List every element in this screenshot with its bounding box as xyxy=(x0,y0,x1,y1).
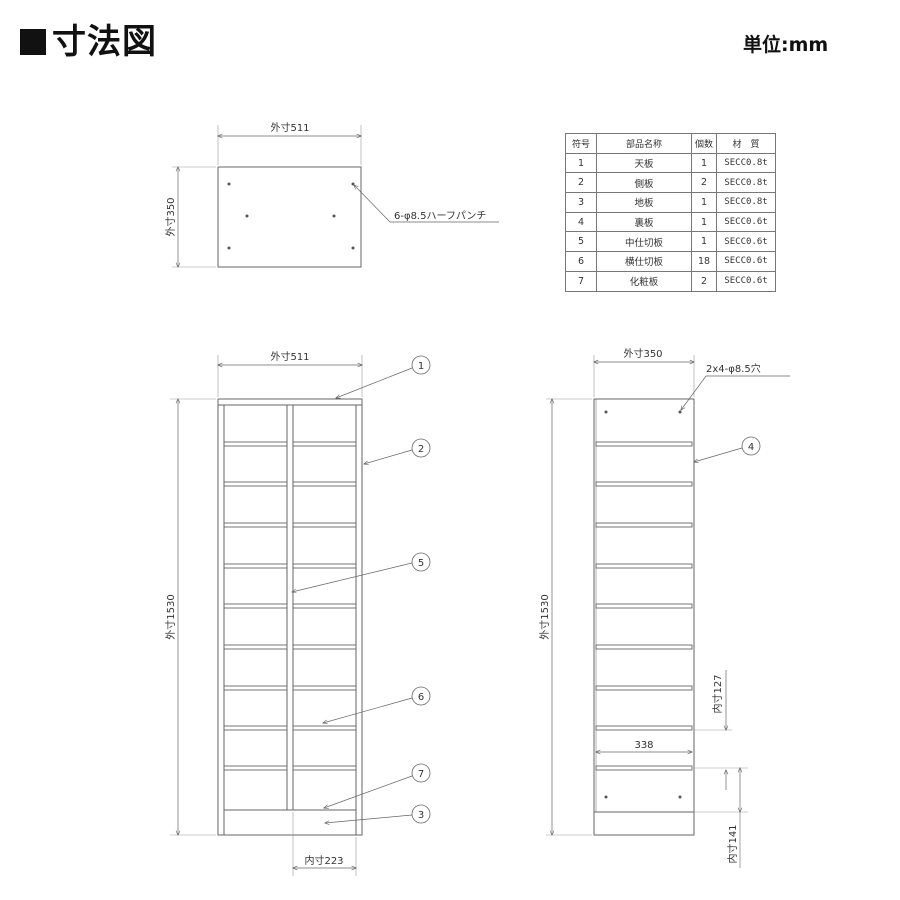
table-cell: 1 xyxy=(690,192,718,213)
top-depth-label: 外寸350 xyxy=(164,197,177,236)
callout-circle xyxy=(411,804,431,824)
hole-mark xyxy=(678,410,682,414)
side-outline xyxy=(593,398,695,836)
callout-number: 1 xyxy=(418,361,424,372)
front-width-label: 外寸511 xyxy=(270,350,309,363)
hole-mark xyxy=(332,214,336,218)
front-side-panel-right xyxy=(355,404,363,836)
callout-circle xyxy=(411,686,431,706)
callout-circle xyxy=(411,355,431,375)
table-row: 1 天板 1 SECC0.8t xyxy=(565,152,777,174)
side-shelves xyxy=(595,441,693,771)
front-view xyxy=(170,355,431,876)
callout-number: 4 xyxy=(748,442,754,453)
callout-circle xyxy=(411,438,431,458)
side-inner-depth-label: 338 xyxy=(634,740,653,751)
callout-number: 2 xyxy=(418,444,424,455)
hole-mark xyxy=(227,182,231,186)
page-title-text: 寸法図 xyxy=(52,22,157,62)
page-title: 寸法図 xyxy=(20,14,157,63)
callout-number: 5 xyxy=(418,558,424,569)
table-header-cell: 個数 xyxy=(690,133,718,154)
side-view xyxy=(546,355,790,868)
front-inner-width-label: 内寸223 xyxy=(304,854,343,867)
front-height-label: 外寸1530 xyxy=(164,594,177,639)
top-width-label: 外寸511 xyxy=(270,121,309,134)
parts-table: 符号 部品名称 個数 材 質 1 天板 1 SECC0.8t 2 側板 2 SE… xyxy=(565,133,777,292)
side-depth-label: 外寸350 xyxy=(623,347,662,360)
callout-circle xyxy=(741,436,761,456)
table-row: 4 裏板 1 SECC0.6t xyxy=(565,211,777,233)
front-shelves xyxy=(223,441,357,771)
side-pitch-label: 内寸127 xyxy=(711,674,724,713)
callout-leader-1 xyxy=(336,367,413,398)
callout-leader-3 xyxy=(325,814,413,823)
callout-leader-5 xyxy=(292,562,413,592)
table-cell: 18 xyxy=(690,251,718,272)
callout-circle xyxy=(411,552,431,572)
table-cell: SECC0.6t xyxy=(716,270,777,292)
callout-leader-2 xyxy=(364,449,413,464)
title-square-icon xyxy=(20,29,46,55)
table-cell: 2 xyxy=(690,270,718,292)
front-bottom-plate xyxy=(223,809,357,836)
unit-label: 単位:mm xyxy=(743,34,829,56)
side-bottom-label: 内寸141 xyxy=(726,824,739,863)
table-cell: SECC0.8t xyxy=(716,152,777,174)
front-top-plate xyxy=(217,398,363,406)
callout-circle xyxy=(411,763,431,783)
top-view xyxy=(172,125,499,268)
side-hole-note: 2x4-φ8.5穴 xyxy=(706,362,761,375)
side-hole-leader xyxy=(681,375,790,410)
hole-mark xyxy=(604,410,608,414)
callout-leader-4 xyxy=(694,447,743,462)
table-row: 2 側板 2 SECC0.8t xyxy=(565,172,777,194)
front-side-panel-left xyxy=(217,404,225,836)
top-hole-leader xyxy=(354,185,499,223)
callout-number: 7 xyxy=(418,769,424,780)
hole-mark xyxy=(678,795,682,799)
table-row: 3 地板 1 SECC0.8t xyxy=(565,192,777,213)
callout-leader-7 xyxy=(324,775,413,808)
callout-leader-6 xyxy=(323,697,413,723)
hole-mark xyxy=(351,246,355,250)
table-header-cell: 材 質 xyxy=(716,133,777,154)
callout-number: 3 xyxy=(418,810,424,821)
hole-mark xyxy=(245,214,249,218)
callout-number: 6 xyxy=(418,692,424,703)
table-row: 7 化粧板 2 SECC0.6t xyxy=(565,270,777,292)
hole-mark xyxy=(604,795,608,799)
top-hole-note: 6-φ8.5ハーフパンチ xyxy=(394,210,486,222)
table-header-row: 符号 部品名称 個数 材 質 xyxy=(565,133,777,154)
table-row: 5 中仕切板 1 SECC0.6t xyxy=(565,231,777,253)
front-center-divider xyxy=(286,404,294,811)
top-view-outline xyxy=(217,166,362,268)
side-height-label: 外寸1530 xyxy=(538,594,551,639)
hole-mark xyxy=(227,246,231,250)
